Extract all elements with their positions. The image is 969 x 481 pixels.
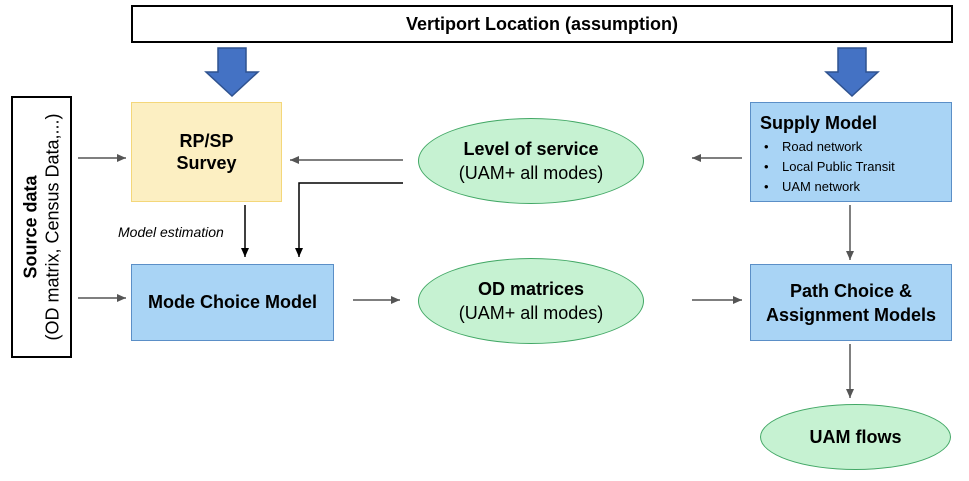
supply-model-title: Supply Model (760, 113, 877, 133)
vertiport-location-title: Vertiport Location (assumption) (405, 13, 678, 34)
supply-model-item: Road network (760, 137, 895, 157)
model-estimation-label: Model estimation (118, 224, 224, 240)
od-matrices-title: OD matrices (477, 279, 585, 299)
mode-choice-model-box: Mode Choice Model (131, 264, 334, 341)
path-choice-line1: Path Choice & (789, 280, 913, 301)
big-arrow-left (204, 47, 260, 98)
rp-sp-survey-box: RP/SP Survey (131, 102, 282, 202)
supply-model-item: UAM network (760, 177, 895, 197)
path-choice-line2: Assignment Models (765, 304, 937, 325)
source-data-label: Source data (OD matrix, Census Data,...) (20, 113, 64, 340)
source-data-box: Source data (OD matrix, Census Data,...) (11, 96, 72, 358)
supply-model-list: Road network Local Public Transit UAM ne… (760, 137, 895, 197)
path-choice-assignment-box: Path Choice & Assignment Models (750, 264, 952, 341)
source-data-note: (OD matrix, Census Data,...) (42, 113, 63, 341)
od-matrices-subtitle: (UAM+ all modes) (458, 303, 604, 323)
vertiport-location-box: Vertiport Location (assumption) (131, 5, 953, 43)
level-of-service-oval: Level of service (UAM+ all modes) (418, 118, 644, 204)
supply-model-box: Supply Model Road network Local Public T… (750, 102, 952, 202)
rp-sp-survey-line1: RP/SP (179, 131, 234, 151)
uam-flows-label: UAM flows (809, 427, 902, 447)
level-of-service-subtitle: (UAM+ all modes) (458, 163, 604, 183)
uam-flows-oval: UAM flows (760, 404, 951, 470)
rp-sp-survey-line2: Survey (176, 153, 237, 173)
source-data-title: Source data (20, 175, 41, 279)
big-arrow-right (824, 47, 880, 98)
arrow-los-to-mode-choice (295, 182, 403, 257)
mode-choice-model-label: Mode Choice Model (147, 292, 317, 312)
od-matrices-oval: OD matrices (UAM+ all modes) (418, 258, 644, 344)
level-of-service-title: Level of service (463, 139, 599, 159)
supply-model-item: Local Public Transit (760, 157, 895, 177)
